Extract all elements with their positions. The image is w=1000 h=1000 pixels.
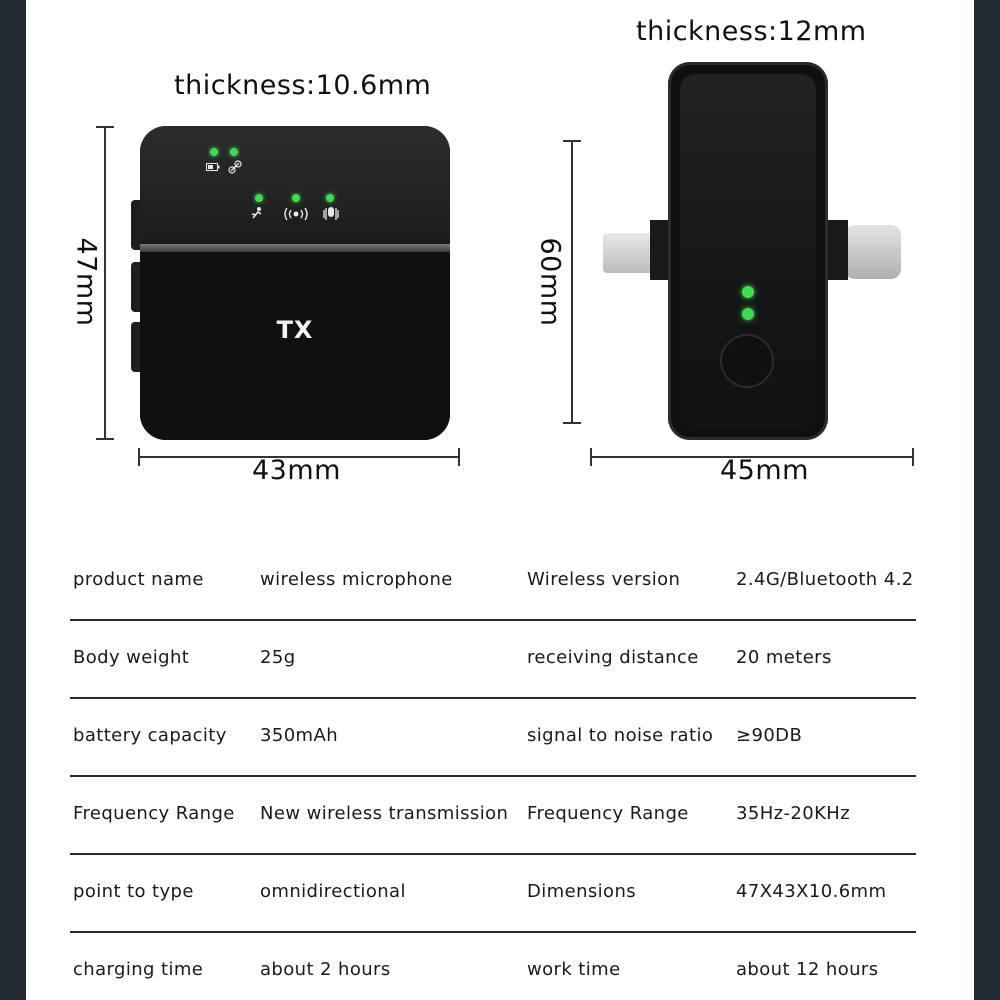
right-border-bar	[974, 0, 1000, 1000]
tx-transmitter-device: TX	[140, 126, 450, 440]
spec-value: New wireless transmission	[260, 803, 509, 824]
rx-width-tick-right	[912, 448, 914, 466]
tx-signal-led	[292, 194, 300, 202]
rx-width-tick-left	[590, 448, 592, 466]
spec-key: Frequency Range	[527, 803, 689, 824]
spec-value: 350mAh	[260, 725, 339, 746]
tx-width-tick-left	[138, 448, 140, 466]
rx-height-label: 60mm	[534, 237, 566, 327]
tx-height-label: 47mm	[70, 237, 102, 327]
tx-thickness-label: thickness:10.6mm	[174, 70, 432, 101]
tx-device-label: TX	[276, 316, 314, 344]
rx-status-led-top	[742, 286, 754, 298]
tx-bottom-panel	[140, 252, 450, 440]
spec-value: about 12 hours	[736, 959, 879, 980]
table-row: Body weight 25g receiving distance 20 me…	[70, 621, 916, 699]
spec-key: signal to noise ratio	[527, 725, 714, 746]
tx-battery-led	[210, 148, 218, 156]
tx-noise-led	[255, 194, 263, 202]
spec-key: receiving distance	[527, 647, 699, 668]
spec-key: Body weight	[73, 647, 190, 668]
rx-status-led-bottom	[742, 308, 754, 320]
spec-value: 25g	[260, 647, 296, 668]
spec-value: 2.4G/Bluetooth 4.2	[736, 569, 914, 590]
spec-key: point to type	[73, 881, 194, 902]
rx-height-dimension-line	[571, 140, 573, 424]
tx-height-tick-top	[96, 126, 114, 128]
tx-width-tick-right	[458, 448, 460, 466]
spec-value: omnidirectional	[260, 881, 406, 902]
tx-height-tick-bottom	[96, 438, 114, 440]
spec-key: work time	[527, 959, 621, 980]
tx-width-label: 43mm	[252, 455, 341, 486]
rx-thickness-label: thickness:12mm	[636, 16, 867, 47]
tx-divider-stripe	[140, 244, 450, 252]
battery-icon	[206, 162, 220, 175]
spec-value: wireless microphone	[260, 569, 453, 590]
spec-key: Frequency Range	[73, 803, 235, 824]
spec-value: about 2 hours	[260, 959, 391, 980]
rx-right-connector-base	[826, 220, 848, 280]
wireless-signal-icon	[283, 207, 309, 224]
table-row: point to type omnidirectional Dimensions…	[70, 855, 916, 933]
table-row: battery capacity 350mAh signal to noise …	[70, 699, 916, 777]
spec-value: ≥90DB	[736, 725, 803, 746]
tx-link-led	[230, 148, 238, 156]
spec-key: Wireless version	[527, 569, 681, 590]
rx-width-label: 45mm	[720, 455, 809, 486]
spec-key: product name	[73, 569, 204, 590]
lightning-connector	[603, 233, 653, 273]
table-row: product name wireless microphone Wireles…	[70, 543, 916, 621]
left-border-bar	[0, 0, 26, 1000]
spec-key: battery capacity	[73, 725, 227, 746]
microphone-icon	[321, 206, 341, 225]
tx-width-dimension-line	[138, 456, 460, 458]
spec-table: product name wireless microphone Wireles…	[70, 543, 916, 1000]
spec-value: 35Hz-20KHz	[736, 803, 851, 824]
rx-height-tick-top	[563, 140, 581, 142]
table-row: Frequency Range New wireless transmissio…	[70, 777, 916, 855]
noise-reduction-icon	[250, 206, 266, 223]
rx-width-dimension-line	[590, 456, 914, 458]
spec-value: 20 meters	[736, 647, 832, 668]
rx-left-connector-base	[650, 220, 672, 280]
usb-c-connector	[845, 225, 901, 279]
spec-key: charging time	[73, 959, 204, 980]
rx-power-button	[720, 334, 774, 388]
rx-height-tick-bottom	[563, 422, 581, 424]
tx-height-dimension-line	[104, 126, 106, 440]
tx-mic-led	[326, 194, 334, 202]
spec-value: 47X43X10.6mm	[736, 881, 887, 902]
rx-receiver-device	[668, 62, 828, 440]
spec-key: Dimensions	[527, 881, 637, 902]
tx-top-panel	[140, 126, 450, 244]
table-row: charging time about 2 hours work time ab…	[70, 933, 916, 1000]
link-icon	[228, 160, 242, 177]
